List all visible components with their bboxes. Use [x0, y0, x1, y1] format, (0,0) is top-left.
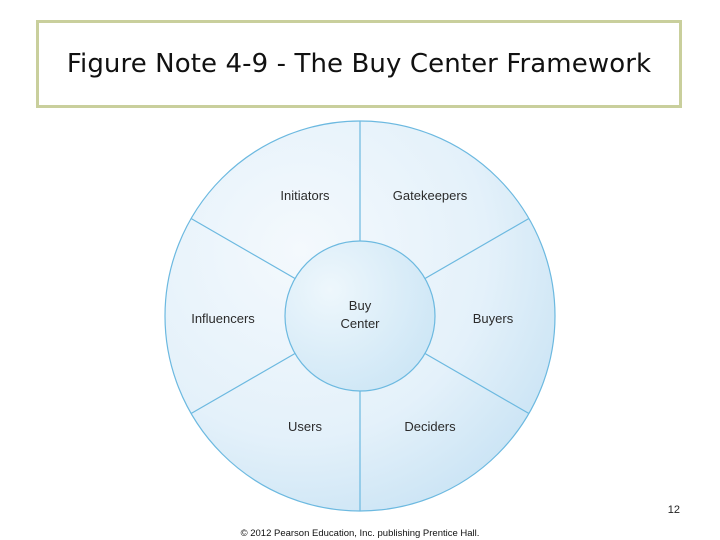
center-hub	[284, 240, 436, 392]
slide-number: 12	[667, 504, 680, 516]
segment-label-users: Users	[288, 419, 322, 434]
segment-label-initiators: Initiators	[280, 188, 330, 203]
divider-lower-right	[424, 352, 530, 415]
copyright-notice: © 2012 Pearson Education, Inc. publishin…	[240, 528, 480, 539]
center-label-line1: Buy	[349, 298, 372, 313]
divider-upper-left	[190, 217, 296, 280]
segment-dividers	[190, 121, 530, 511]
segment-label-deciders: Deciders	[404, 419, 456, 434]
center-label-line2: Center	[340, 316, 380, 331]
segment-label-buyers: Buyers	[473, 311, 514, 326]
slide-title: Figure Note 4-9 - The Buy Center Framewo…	[66, 49, 652, 79]
divider-lower-left	[190, 352, 296, 415]
segment-label-influencers: Influencers	[191, 311, 255, 326]
divider-upper-right	[424, 217, 530, 280]
title-box: Figure Note 4-9 - The Buy Center Framewo…	[36, 20, 682, 108]
segment-label-gatekeepers: Gatekeepers	[393, 188, 468, 203]
